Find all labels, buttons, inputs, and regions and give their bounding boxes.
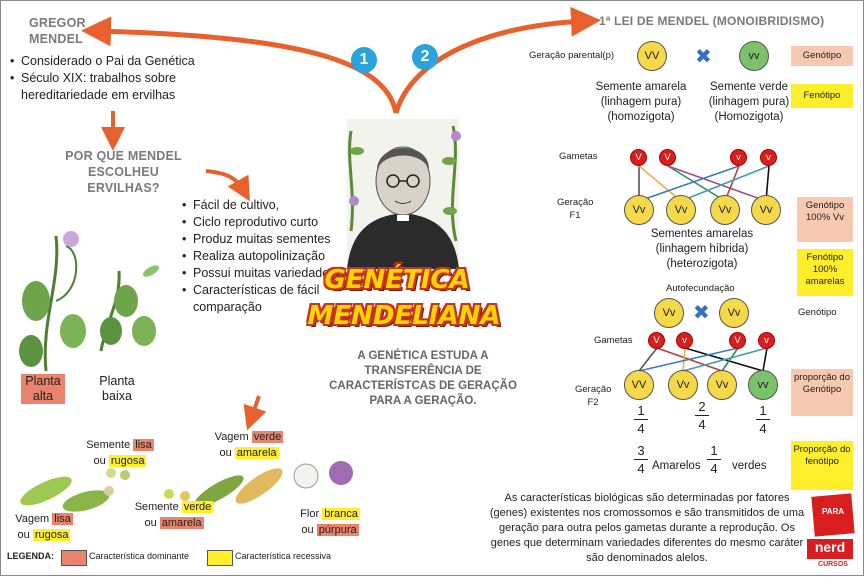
gamete-f1: V: [659, 149, 676, 166]
pods-seeds-illustration: [20, 461, 353, 512]
pea-plants-illustration: [19, 231, 160, 372]
arrow-to-mendel: [81, 16, 399, 114]
mendel-bullet: Considerado o Pai da Genética: [10, 53, 231, 70]
legend-dominant-swatch: [61, 550, 87, 566]
arrow-to-pods: [243, 395, 267, 431]
legend-label: LEGENDA:: [7, 551, 54, 561]
f2-gamete-lines: [638, 347, 768, 372]
arrow-to-first-law: [393, 6, 601, 114]
gamete-f1: v: [730, 149, 747, 166]
plant-short-label: Planta baixa: [99, 374, 135, 403]
f1-genotipo-box: Genótipo 100% Vv: [797, 197, 853, 242]
plant-tall-label: Planta alta: [21, 374, 65, 404]
gametas-label-2: Gametas: [594, 335, 633, 346]
parent-vv-yellow: VV: [637, 41, 667, 71]
mendel-bullet: Século XIX: trabalhos sobre hereditaried…: [10, 70, 231, 104]
legend-recessive-text: Característica recessiva: [235, 551, 332, 561]
mendel-bullets: Considerado o Pai da Genética Século XIX…: [9, 53, 231, 104]
f2-offspring: Vv: [668, 370, 698, 400]
gametas-label-1: Gametas: [559, 151, 598, 162]
prop-fenotipo-box: Proporção do fenótipo: [791, 441, 853, 490]
logo-nerd: nerd: [814, 539, 846, 555]
f2-offspring: vv: [748, 370, 778, 400]
verdes-label: verdes: [732, 460, 767, 472]
f1-label: Geração F1: [557, 197, 594, 221]
nerd-logo: [807, 493, 855, 559]
seed-shape-label: Semente lisa ou rugosa: [86, 439, 154, 467]
reasons-list: Fácil de cultivo, Ciclo reprodutivo curt…: [181, 197, 353, 316]
seed-color-label: Semente verde ou amarela: [134, 501, 214, 529]
flower-label: Flor branca ou púrpura: [300, 508, 360, 536]
reason-item: Fácil de cultivo,: [182, 197, 353, 214]
gamete-f2: v: [676, 332, 693, 349]
cross-icon-2: ✖: [693, 302, 710, 324]
gamete-f2: V: [729, 332, 746, 349]
f2-offspring: VV: [624, 370, 654, 400]
reason-item: Produz muitas sementes: [182, 231, 353, 248]
footer-note: As características biológicas são determ…: [489, 492, 805, 564]
parental-label: Geração parental(p): [529, 50, 615, 61]
mendel-title: GREGOR MENDEL: [29, 16, 86, 46]
f2-offspring: Vv: [707, 370, 737, 400]
first-law-title: 1ª LEI DE MENDEL (MONOIBRIDISMO): [599, 14, 825, 28]
logo-cursos: CURSOS: [818, 561, 848, 568]
parent-vv-green: vv: [739, 41, 769, 71]
genotipo-label-2: Genótipo: [798, 307, 837, 318]
question-heading: POR QUE MENDEL ESCOLHEU ERVILHAS?: [65, 149, 182, 195]
logo-para: PARA: [821, 507, 845, 516]
pod-color-label: Vagem verde ou amarela: [214, 431, 284, 459]
f1-fenotipo-box: Fenótipo 100% amarelas: [797, 249, 853, 296]
reason-item: Possui muitas variedade: [182, 265, 353, 282]
f1-offspring: Vv: [624, 195, 654, 225]
genotipo-box: Genótipo: [791, 46, 853, 66]
gamete-f2: V: [648, 332, 665, 349]
f2-label: Geração F2: [575, 384, 612, 408]
f1-description: Sementes amarelas (linhagem híbrida) (he…: [650, 228, 754, 270]
legend-recessive-swatch: [207, 550, 233, 566]
center-subtitle: A GENÉTICA ESTUDA A TRANSFERÊNCIA DE CAR…: [329, 350, 517, 407]
autofecundacao-label: Autofecundação: [666, 283, 735, 294]
prop-genotipo-box: proporção do Genótipo: [791, 369, 853, 416]
parent2-description: Semente verde (linhagem pura) (Homozigot…: [708, 81, 790, 123]
mendel-portrait: [347, 119, 461, 269]
title-mendeliana: MENDELIANA: [307, 301, 501, 331]
amarelos-label: Amarelos: [652, 460, 701, 472]
gamete-f1: v: [760, 149, 777, 166]
f1-gamete-lines: [638, 165, 770, 202]
reason-item: Características de fácil comparação: [182, 282, 353, 316]
badge-1: 1: [351, 47, 377, 73]
arrow-to-reasons: [205, 169, 250, 202]
pod-shape-label: Vagem lisa ou rugosa: [15, 513, 73, 541]
badge-2: 2: [412, 44, 438, 70]
reason-item: Ciclo reprodutivo curto: [182, 214, 353, 231]
title-genetica: GENÉTICA: [324, 265, 470, 295]
fenotipo-box: Fenótipo: [791, 84, 853, 108]
f1-offspring: Vv: [666, 195, 696, 225]
gamete-f2: v: [758, 332, 775, 349]
reason-item: Realiza autopolinização: [182, 248, 353, 265]
legend-dominant-text: Característica dominante: [89, 551, 190, 561]
cross-icon: ✖: [695, 46, 712, 68]
parent1-description: Semente amarela (linhagem pura) (homozig…: [595, 81, 687, 123]
self-cross-parent: Vv: [719, 298, 749, 328]
gamete-f1: V: [630, 149, 647, 166]
f1-offspring: Vv: [710, 195, 740, 225]
f1-offspring: Vv: [751, 195, 781, 225]
self-cross-parent: Vv: [654, 298, 684, 328]
